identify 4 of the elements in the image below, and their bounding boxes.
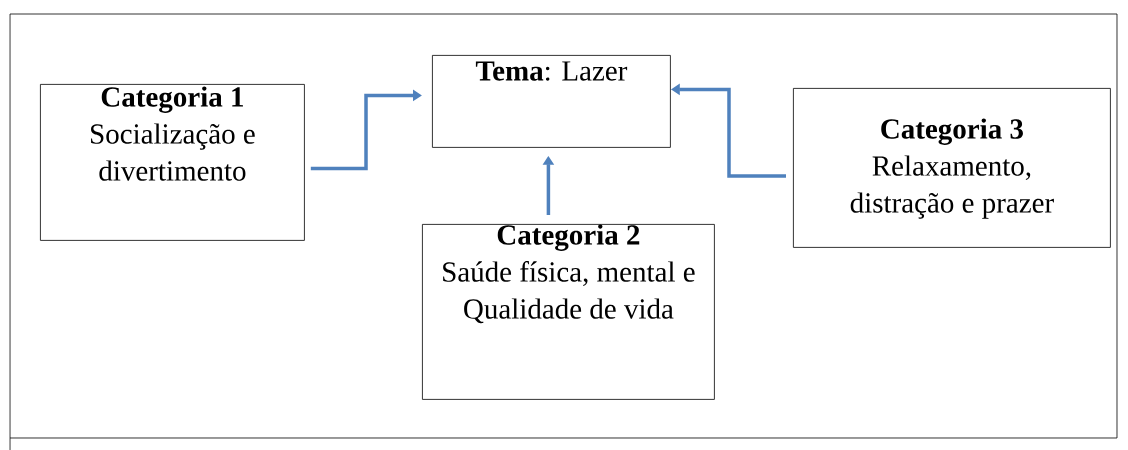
text-box: Categoria 2 Saúde física, mental e Qualidade de vida (422, 224, 715, 400)
text-box: Tema: Lazer (432, 55, 671, 148)
text-box: Categoria 3 Relaxamento, distração e prazer (793, 88, 1111, 248)
text-box: Categoria 1 Socialização e divertimento (40, 84, 305, 241)
